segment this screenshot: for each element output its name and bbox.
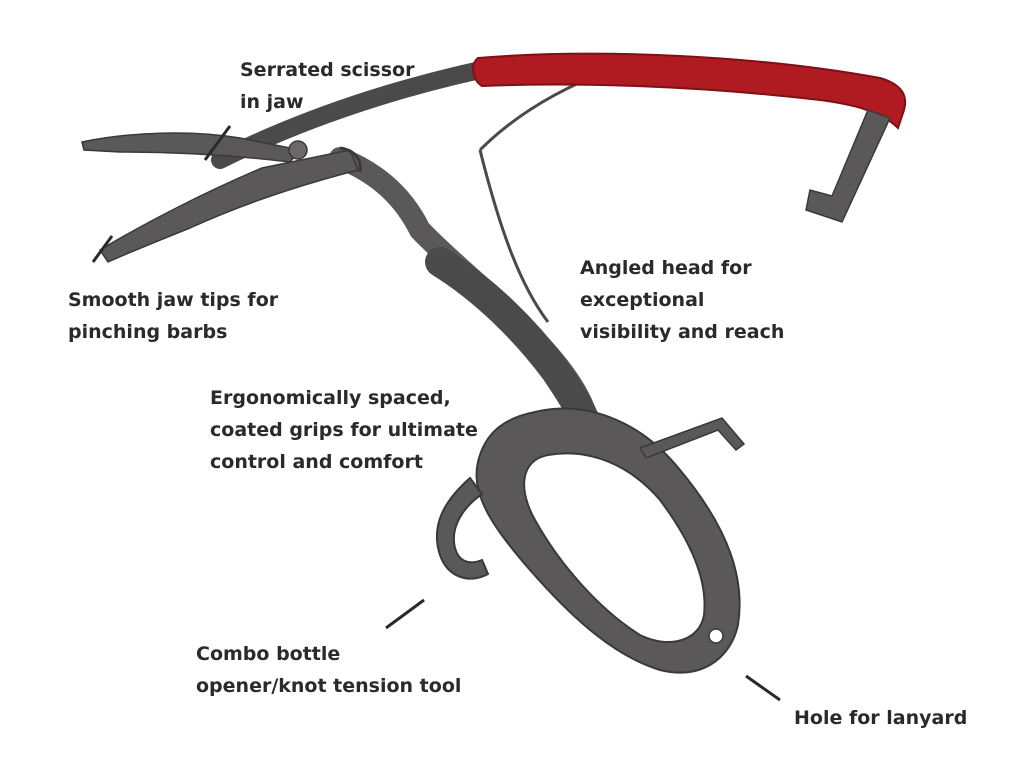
callout-line: Ergonomically spaced, [210,387,451,409]
leader-line-opener [385,598,425,630]
jaw-notch [339,146,362,173]
callout-line: visibility and reach [580,321,785,343]
callout-jaw-tips: Smooth jaw tips for pinching barbs [68,284,278,348]
pivot-rivet [288,140,308,160]
callout-angled-head: Angled head for exceptional visibility a… [580,252,784,348]
leader-line-hole [745,674,781,702]
callout-line: control and comfort [210,451,423,473]
callout-line: Combo bottle [196,643,341,665]
callout-line: Angled head for [580,257,752,279]
callout-line: Serrated scissor [240,59,415,81]
lower-jaw [98,149,360,263]
callout-line: exceptional [580,289,705,311]
callout-bottle-opener: Combo bottle opener/knot tension tool [196,638,461,702]
pliers-jaws [81,132,362,263]
callout-line: Hole for lanyard [794,707,968,729]
leader-line-tips [91,235,114,263]
opener-hook [435,476,490,580]
callout-serrated-scissor: Serrated scissor in jaw [240,54,414,118]
callout-line: opener/knot tension tool [196,675,462,697]
callout-line: Smooth jaw tips for [68,289,279,311]
lanyard-hole [708,628,724,644]
callout-coated-grips: Ergonomically spaced, coated grips for u… [210,382,478,478]
handle-loop [475,407,741,674]
callout-lanyard-hole: Hole for lanyard [794,702,967,734]
upper-arm-red-grip [472,52,907,130]
leader-line-scissor [203,125,232,161]
callout-line: coated grips for ultimate [210,419,478,441]
side-hook [638,417,746,459]
loop-handle [329,147,746,674]
callout-line: in jaw [240,91,304,113]
upper-arm-end-tab [805,109,892,223]
callout-line: pinching barbs [68,321,228,343]
